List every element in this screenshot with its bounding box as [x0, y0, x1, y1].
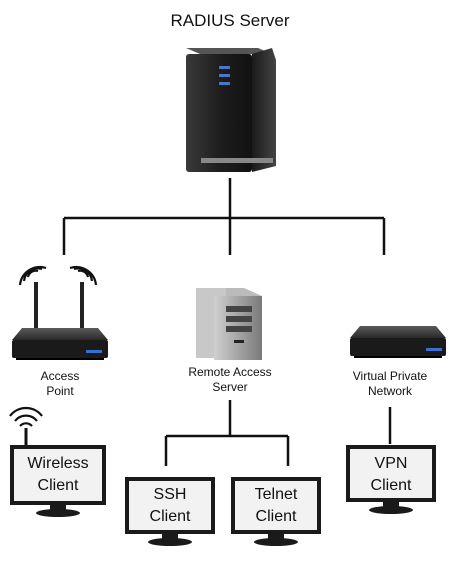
vpn-device-icon: [350, 326, 446, 358]
monitor-vpn-client: [346, 445, 436, 514]
remote-access-server-label: Remote Access Server: [188, 365, 272, 394]
monitor-wireless-client: [10, 445, 106, 517]
radius-server-icon: [186, 48, 276, 172]
access-point-label: Access Point: [40, 369, 80, 398]
vpn-client-label: VPN Client: [370, 455, 412, 494]
wifi-signal-icon: [18, 265, 98, 286]
monitor-telnet-client: [231, 477, 321, 546]
access-point-icon: [12, 265, 108, 360]
telnet-client-label: Telnet Client: [254, 486, 298, 525]
vpn-device-label: Virtual Private Network: [352, 369, 428, 398]
remote-access-server-icon: [196, 288, 262, 360]
monitor-ssh-client: [125, 477, 215, 546]
client-wifi-icon: [9, 406, 43, 448]
diagram-title: RADIUS Server: [170, 11, 290, 30]
connection-lines: [62, 178, 392, 466]
ssh-client-label: SSH Client: [149, 486, 191, 525]
wireless-client-label: Wireless Client: [27, 455, 89, 494]
